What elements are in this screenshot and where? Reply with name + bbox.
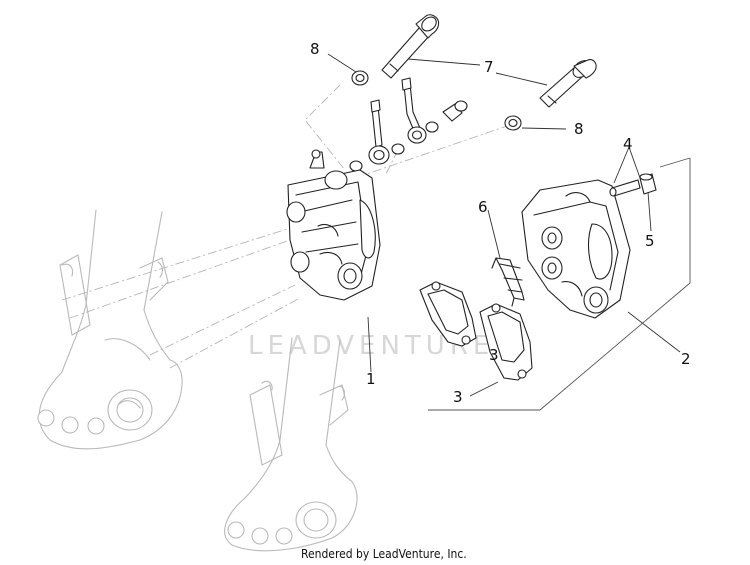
brake-pad-front — [479, 303, 533, 381]
washer-lower — [504, 115, 522, 131]
assembly-outline — [428, 158, 691, 411]
callout-1: 1 — [366, 370, 376, 388]
fork-leg-left — [37, 209, 183, 450]
callout-3-upper: 3 — [489, 346, 499, 364]
callout-6: 6 — [478, 198, 488, 216]
caliper-bolt-lower — [539, 59, 597, 108]
callout-5: 5 — [645, 232, 655, 250]
brake-caliper-left — [286, 149, 381, 301]
bleeder-screw — [609, 179, 641, 197]
callout-3-lower: 3 — [453, 388, 463, 406]
caliper-bolt-upper — [381, 14, 440, 79]
brake-pad-rear — [419, 281, 477, 347]
brake-caliper-right — [521, 179, 631, 319]
fork-leg-right — [224, 337, 358, 552]
leader-lines — [327, 53, 681, 397]
washer-upper — [351, 70, 369, 86]
callout-8-top: 8 — [310, 40, 320, 58]
callout-2: 2 — [681, 350, 691, 368]
alignment-lines — [61, 84, 511, 369]
pad-spring — [491, 257, 525, 307]
brake-line-fittings — [349, 77, 468, 172]
callout-8-right: 8 — [574, 120, 584, 138]
render-credit: Rendered by LeadVenture, Inc. — [301, 547, 467, 561]
callout-7: 7 — [484, 58, 494, 76]
bleeder-cap — [639, 173, 657, 195]
callout-4: 4 — [623, 135, 633, 153]
